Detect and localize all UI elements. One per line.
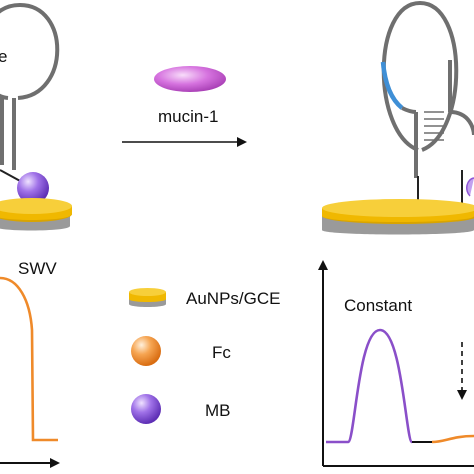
legend-label-fc: Fc <box>212 343 231 362</box>
legend-label-mb: MB <box>205 401 231 420</box>
aptamer-partial-label: e <box>0 47 7 66</box>
mucin-molecule-icon <box>154 66 226 92</box>
base-pairing-rungs <box>424 111 444 141</box>
purple-signal-peak <box>326 328 414 444</box>
left-orange-signal-curve <box>0 276 58 442</box>
right-gold-electrode-icon <box>322 199 474 235</box>
right-hairpin-probe <box>380 0 474 206</box>
legend-label-electrode: AuNPs/GCE <box>186 289 280 308</box>
legend: AuNPs/GCE Fc MB <box>129 288 280 424</box>
aptamer-segment <box>380 61 404 110</box>
methylene-blue-sphere-icon <box>131 394 161 424</box>
legend-item-fc: Fc <box>131 336 231 366</box>
legend-item-mb: MB <box>131 394 231 424</box>
signal-constant-label: Constant <box>344 296 412 315</box>
method-label: SWV <box>18 259 57 278</box>
legend-item-electrode: AuNPs/GCE <box>129 288 280 308</box>
left-hairpin-probe <box>0 2 60 183</box>
left-gold-electrode-icon <box>0 198 72 231</box>
orange-signal-decreased <box>431 434 474 444</box>
mb-sphere-icon <box>17 172 49 204</box>
ferrocene-sphere-icon <box>131 336 161 366</box>
analyte-label: mucin-1 <box>158 107 218 126</box>
